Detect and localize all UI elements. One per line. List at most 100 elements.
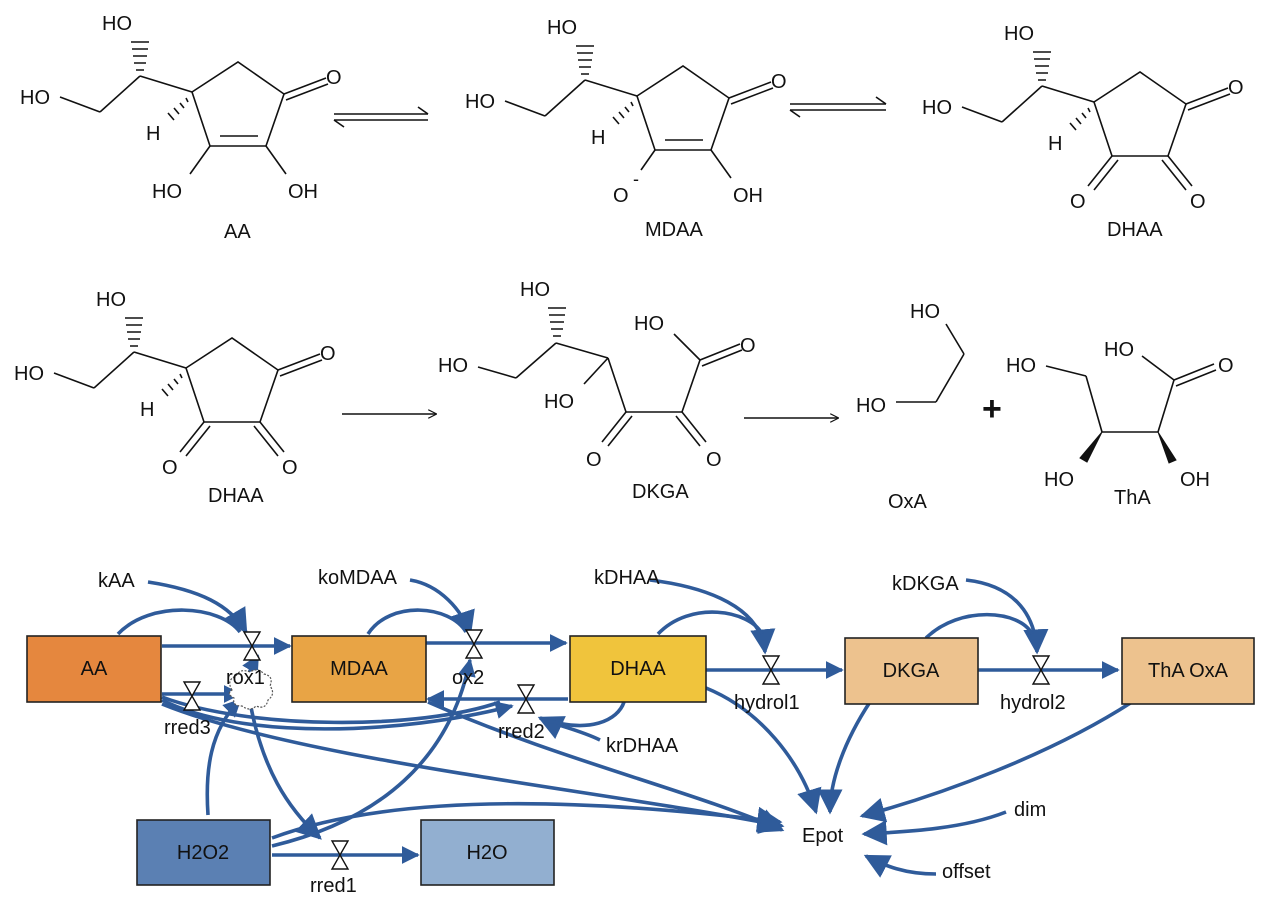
atom-label: O: [1190, 191, 1206, 213]
atom-label: HO: [1004, 23, 1034, 45]
valve-icon[interactable]: [761, 655, 781, 685]
equilibrium-arrow: [789, 96, 887, 118]
flow-label-ox2: ox2: [452, 667, 484, 689]
param-komdaa[interactable]: koMDAA: [318, 567, 398, 589]
param-kaa[interactable]: kAA: [98, 570, 135, 592]
stock-dhaa[interactable]: DHAA: [569, 635, 707, 703]
param-dim[interactable]: dim: [1014, 799, 1046, 821]
stock-label: DHAA: [610, 658, 666, 680]
flow-valves: [182, 629, 1051, 870]
atom-label: HO: [20, 87, 50, 109]
atom-label: H: [146, 123, 160, 145]
atom-label: HO: [438, 355, 468, 377]
atom-label: HO: [910, 301, 940, 323]
valve-icon[interactable]: [182, 681, 202, 711]
valve-icon[interactable]: [330, 840, 350, 870]
atom-label: OH: [1180, 469, 1210, 491]
atom-label: HO: [102, 13, 132, 35]
stock-label: H2O: [466, 842, 507, 864]
link-dhaa-rred2[interactable]: [539, 701, 626, 728]
atom-label: O: [1218, 355, 1234, 377]
stock-label: MDAA: [330, 658, 388, 680]
link-dhaa-hydrol1[interactable]: [656, 610, 764, 636]
atom-label: HO: [465, 91, 495, 113]
atom-label: H: [1048, 133, 1062, 155]
valve-icon[interactable]: [1031, 655, 1051, 685]
link-aa-rred2-b[interactable]: [161, 695, 501, 725]
atom-label: HO: [96, 289, 126, 311]
flow-label-rred2: rred2: [498, 721, 545, 743]
atom-label: HO: [1044, 469, 1074, 491]
molecule-dkga: HO HO HO HO O O O DKGA: [438, 279, 756, 503]
stock-h2o[interactable]: H2O: [420, 819, 555, 886]
atom-label: O: [706, 449, 722, 471]
flow-label-rox1: rox1: [226, 667, 265, 689]
stock-aa[interactable]: AA: [26, 635, 162, 703]
valve-icon[interactable]: [242, 631, 262, 661]
molecule-name: OxA: [888, 491, 928, 513]
link-thaoxa-epot[interactable]: [859, 700, 1133, 823]
param-krdhaa[interactable]: krDHAA: [606, 735, 679, 757]
link-mdaa-epot[interactable]: [427, 700, 785, 833]
link-dhaa-epot[interactable]: [705, 686, 822, 815]
link-dkga-hydrol2[interactable]: [924, 612, 1034, 640]
link-kdhaa-hydrol1[interactable]: [649, 578, 776, 655]
valve-icon[interactable]: [516, 684, 536, 714]
link-kdkga-hydrol2[interactable]: [965, 578, 1049, 655]
stock-tha-oxa[interactable]: ThA OxA: [1121, 637, 1255, 705]
atom-label: OH: [733, 185, 763, 207]
flow-label-rred3: rred3: [164, 717, 211, 739]
atom-label: HO: [922, 97, 952, 119]
molecule-name: DHAA: [1107, 219, 1163, 241]
valve-icon[interactable]: [464, 629, 484, 659]
link-aa-epot[interactable]: [161, 702, 785, 834]
link-dkga-epot[interactable]: [817, 701, 872, 815]
atom-label: O: [1070, 191, 1086, 213]
atom-label: HO: [544, 391, 574, 413]
atom-label: HO: [1104, 339, 1134, 361]
atom-label: O: [740, 335, 756, 357]
atom-label: HO: [547, 17, 577, 39]
link-h2o2-epot[interactable]: [271, 801, 783, 840]
param-kdkga[interactable]: kDKGA: [892, 573, 959, 595]
cloud-icon: [228, 669, 274, 710]
link-aa-rred1[interactable]: [246, 689, 322, 840]
param-kdhaa[interactable]: kDHAA: [594, 567, 660, 589]
atom-label: HO: [14, 363, 44, 385]
link-dim-epot[interactable]: [861, 810, 1007, 846]
atom-label: O: [320, 343, 336, 365]
stock-label: DKGA: [883, 660, 940, 682]
param-offset[interactable]: offset: [942, 861, 991, 883]
link-komdaa-ox2[interactable]: [409, 578, 475, 637]
atom-label: O: [326, 67, 342, 89]
flow-label-hydrol2: hydrol2: [1000, 692, 1066, 714]
atom-label: H: [140, 399, 154, 421]
molecule-name: DHAA: [208, 485, 264, 507]
link-aa-rox1[interactable]: [116, 608, 242, 636]
link-mdaa-ox2[interactable]: [366, 608, 468, 636]
molecule-name: AA: [224, 221, 251, 243]
molecule-name: ThA: [1114, 487, 1151, 509]
stock-label: H2O2: [177, 842, 229, 864]
molecule-dhaa: HO HO H O O O DHAA: [922, 23, 1244, 241]
stock-h2o2[interactable]: H2O2: [136, 819, 271, 886]
atom-label: O: [771, 71, 787, 93]
atom-label: O: [162, 457, 178, 479]
molecule-name: DKGA: [632, 481, 689, 503]
atom-label: O: [1228, 77, 1244, 99]
aux-epot[interactable]: Epot: [802, 825, 844, 847]
link-h2o2-ox2[interactable]: [271, 658, 476, 848]
atom-label: O: [586, 449, 602, 471]
atom-label: HO: [856, 395, 886, 417]
stock-dkga[interactable]: DKGA: [844, 637, 979, 705]
atom-label: O: [282, 457, 298, 479]
flow-label-hydrol1: hydrol1: [734, 692, 800, 714]
link-offset-epot[interactable]: [863, 854, 937, 878]
molecule-name: MDAA: [645, 219, 703, 241]
stock-mdaa[interactable]: MDAA: [291, 635, 427, 703]
stock-label: ThA OxA: [1148, 660, 1229, 682]
atom-label: HO: [520, 279, 550, 301]
link-kaa-rox1[interactable]: [147, 580, 248, 635]
molecule-tha: HO HO O HO OH ThA: [1006, 339, 1234, 509]
